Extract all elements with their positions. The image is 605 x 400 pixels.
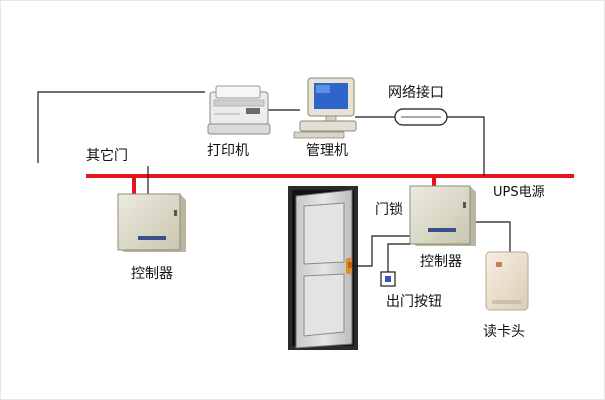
network-wiring xyxy=(37,91,485,165)
controller-right-label: 控制器 xyxy=(420,254,462,270)
computer-icon xyxy=(293,77,357,139)
exit-button-wire xyxy=(387,243,410,272)
network-port xyxy=(394,108,448,126)
printer-icon xyxy=(207,85,271,135)
manager-pc-label: 管理机 xyxy=(306,143,348,159)
exit-button-icon xyxy=(380,271,396,287)
controller-left-label: 控制器 xyxy=(131,266,173,282)
controller-right-icon xyxy=(409,185,476,246)
door-lock-label: 门锁 xyxy=(375,202,403,218)
lock-wire xyxy=(352,235,410,267)
controller-left-icon xyxy=(117,193,186,252)
printer-label: 打印机 xyxy=(207,142,249,159)
door-icon xyxy=(288,186,358,350)
other-doors-label: 其它门 xyxy=(86,147,128,164)
card-reader-label: 读卡头 xyxy=(483,323,525,340)
bus-line xyxy=(86,174,574,194)
card-reader-wire xyxy=(476,221,511,252)
network-port-label: 网络接口 xyxy=(388,84,444,101)
ups-power-label: UPS电源 xyxy=(493,185,545,200)
card-reader-icon xyxy=(485,251,529,311)
exit-button-label: 出门按钮 xyxy=(386,294,442,310)
